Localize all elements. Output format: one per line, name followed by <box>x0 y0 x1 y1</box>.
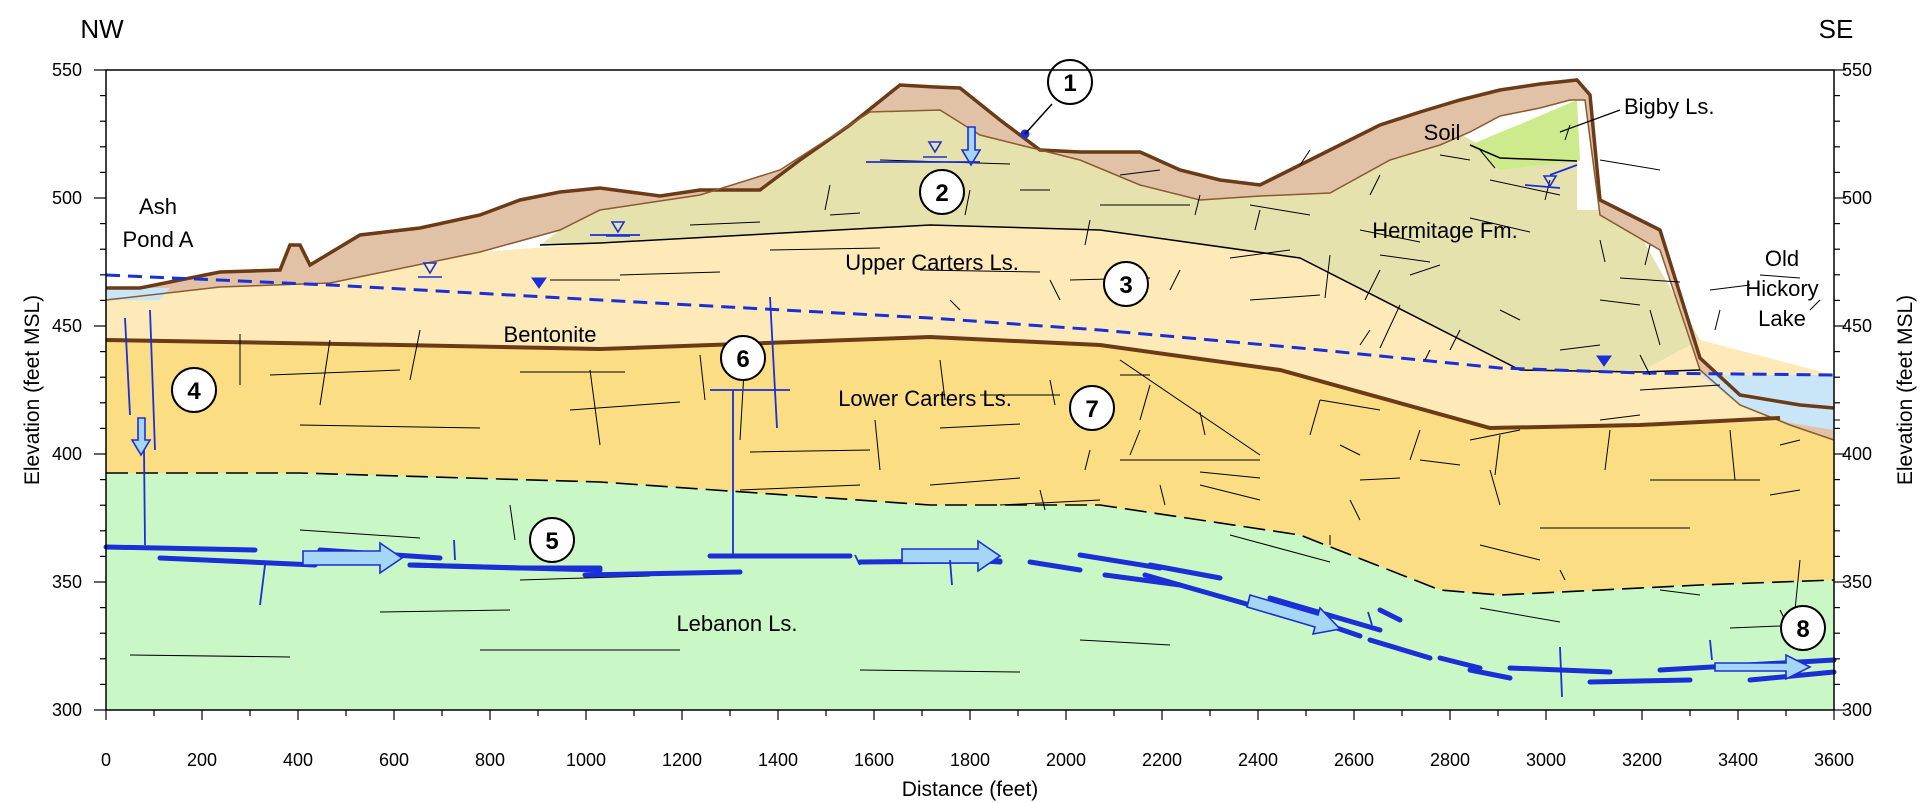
y-tick-label: 450 <box>52 316 82 336</box>
callout-6: 6 <box>720 335 766 381</box>
bigby-leader-line <box>1559 109 1621 133</box>
x-tick-label: 2600 <box>1334 750 1374 770</box>
label-soil: Soil <box>1424 120 1461 145</box>
label-bentonite: Bentonite <box>504 322 597 347</box>
label-lake-3: Lake <box>1758 306 1806 331</box>
y-tick-label: 450 <box>1842 316 1872 336</box>
water-level-open-markers <box>418 141 1558 278</box>
x-tick-label: 2000 <box>1046 750 1086 770</box>
x-tick-label: 1600 <box>854 750 894 770</box>
callout-4: 4 <box>171 367 217 413</box>
callout-7: 7 <box>1069 385 1115 431</box>
water-table-line <box>105 273 1835 377</box>
x-tick-label: 1200 <box>662 750 702 770</box>
svg-text:6: 6 <box>736 346 749 373</box>
svg-text:5: 5 <box>545 528 558 555</box>
x-tick-label: 3200 <box>1622 750 1662 770</box>
y-tick-label: 300 <box>1842 700 1872 720</box>
bentonite-line <box>105 334 1781 431</box>
y-axis-ticks <box>94 69 1846 711</box>
callout-1-leader <box>1024 103 1053 135</box>
direction-se: SE <box>1819 14 1854 44</box>
svg-text:1: 1 <box>1063 70 1076 97</box>
y-axis-title-right: Elevation (feet MSL) <box>1894 295 1917 485</box>
x-tick-label: 2400 <box>1238 750 1278 770</box>
svg-text:7: 7 <box>1085 396 1098 423</box>
layer-bigby <box>1470 100 1580 170</box>
y-tick-label: 300 <box>52 700 82 720</box>
label-bigby: Bigby Ls. <box>1624 94 1715 119</box>
y-tick-label: 350 <box>1842 572 1872 592</box>
x-tick-label: 3400 <box>1718 750 1758 770</box>
unit-labels: Ash Pond A Old Hickory Lake Soil Bigby L… <box>123 94 1819 636</box>
y-tick-label: 500 <box>52 188 82 208</box>
y-tick-label: 400 <box>1842 444 1872 464</box>
label-lake-1: Old <box>1765 246 1799 271</box>
callout-5: 5 <box>529 517 575 563</box>
svg-text:4: 4 <box>187 378 201 405</box>
x-tick-label: 800 <box>475 750 505 770</box>
y-tick-label: 400 <box>52 444 82 464</box>
x-axis-tick-labels: 0 200 400 600 800 1000 1200 1400 1600 18… <box>101 750 1854 770</box>
svg-text:3: 3 <box>1119 272 1132 299</box>
ash-pond-water <box>106 288 170 300</box>
x-tick-label: 2200 <box>1142 750 1182 770</box>
label-lower-carters: Lower Carters Ls. <box>838 386 1012 411</box>
y-axis-title-left: Elevation (feet MSL) <box>21 295 44 485</box>
layer-upper-carters <box>106 225 1834 428</box>
x-axis-title: Distance (feet) <box>902 778 1039 801</box>
x-tick-label: 400 <box>283 750 313 770</box>
water-level-filled-markers <box>531 277 1612 367</box>
label-hermitage: Hermitage Fm. <box>1372 218 1517 243</box>
x-tick-label: 1800 <box>950 750 990 770</box>
callout-markers: 1 2 3 4 5 6 7 8 <box>171 59 1826 651</box>
label-lebanon: Lebanon Ls. <box>676 611 797 636</box>
layer-lower-carters <box>106 337 1834 595</box>
label-lake-2: Hickory <box>1745 276 1818 301</box>
x-tick-label: 3600 <box>1814 750 1854 770</box>
label-upper-carters: Upper Carters Ls. <box>845 250 1019 275</box>
direction-nw: NW <box>80 14 124 44</box>
x-tick-label: 0 <box>101 750 111 770</box>
callout-1: 1 <box>1047 59 1093 105</box>
callout-8: 8 <box>1780 605 1826 651</box>
x-tick-label: 3000 <box>1526 750 1566 770</box>
bigby-contact <box>1469 144 1578 162</box>
label-ash-pond-1: Ash <box>139 194 177 219</box>
hermitage-carters-contact <box>539 224 1701 373</box>
x-tick-label: 600 <box>379 750 409 770</box>
x-tick-label: 1400 <box>758 750 798 770</box>
callout-2: 2 <box>919 169 965 215</box>
svg-text:2: 2 <box>935 180 948 207</box>
flow-arrows <box>130 126 1812 681</box>
y-axis-tick-labels-right: 300 350 400 450 500 550 <box>1842 60 1872 720</box>
y-tick-label: 550 <box>1842 60 1872 80</box>
y-tick-label: 350 <box>52 572 82 592</box>
x-tick-label: 2800 <box>1430 750 1470 770</box>
well-lines <box>124 161 1713 698</box>
x-tick-label: 1000 <box>566 750 606 770</box>
x-tick-label: 200 <box>187 750 217 770</box>
callout-3: 3 <box>1103 261 1149 307</box>
ground-surface-line <box>106 78 1835 410</box>
label-ash-pond-2: Pond A <box>123 227 194 252</box>
carters-lebanon-contact <box>106 472 1835 596</box>
x-axis-ticks <box>105 710 1835 720</box>
soil-bedrock-contact <box>105 99 1835 441</box>
svg-text:8: 8 <box>1796 616 1809 643</box>
layer-hermitage <box>540 110 1700 372</box>
y-axis-tick-labels-left: 300 350 400 450 500 550 <box>52 60 82 720</box>
y-tick-label: 550 <box>52 60 82 80</box>
y-tick-label: 500 <box>1842 188 1872 208</box>
